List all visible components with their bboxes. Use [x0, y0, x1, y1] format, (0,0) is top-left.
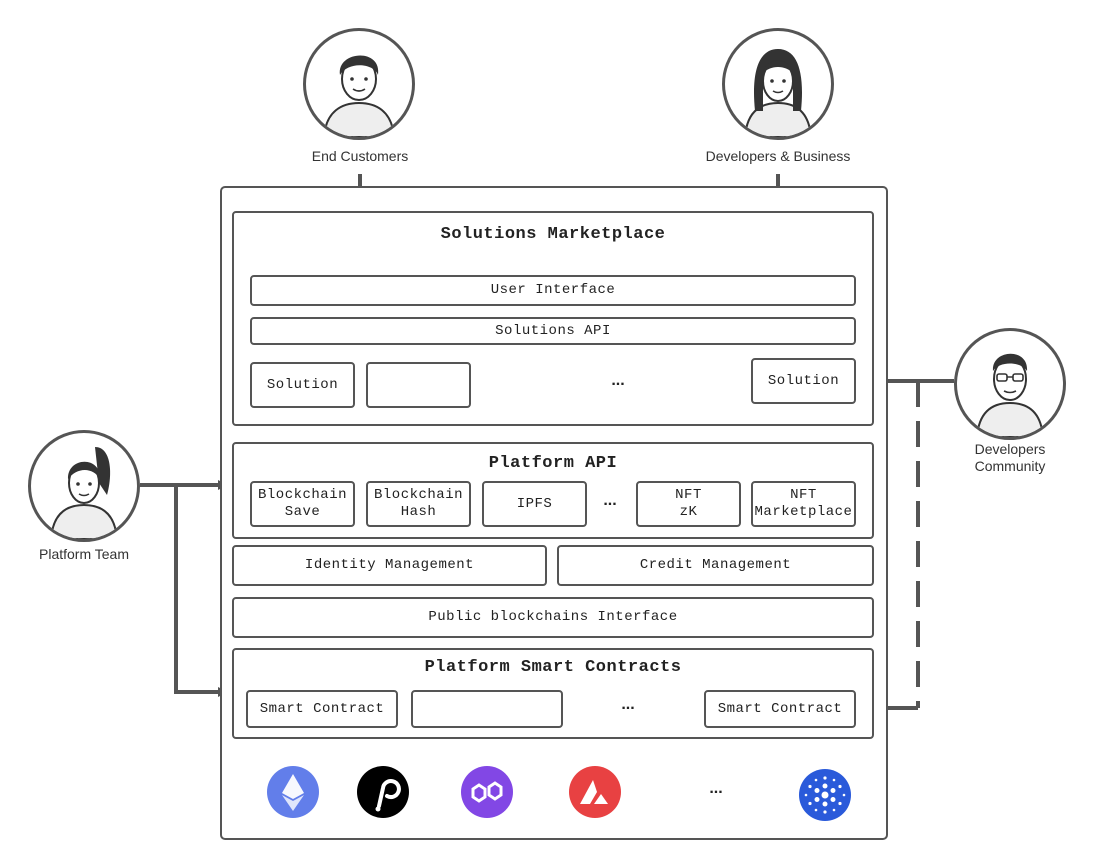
user-interface-box: User Interface	[250, 275, 856, 306]
blockchain-hash-box: Blockchain Hash	[366, 481, 471, 527]
avalanche-icon	[569, 766, 621, 818]
smart-contract-placeholder-box	[411, 690, 563, 728]
cardano-icon	[799, 769, 851, 821]
end-customers-label: End Customers	[311, 148, 409, 164]
solution-placeholder-box	[366, 362, 471, 408]
identity-management-box: Identity Management	[232, 545, 547, 586]
smart-contract-box-last: Smart Contract	[704, 690, 856, 728]
solution-box: Solution	[250, 362, 355, 408]
ethereum-icon	[267, 766, 319, 818]
platform-team-contract-arrow	[174, 485, 228, 697]
solutions-api-box: Solutions API	[250, 317, 856, 345]
developers-community-avatar	[954, 328, 1066, 440]
credit-management-box: Credit Management	[557, 545, 874, 586]
ipfs-box: IPFS	[482, 481, 587, 527]
platform-api-ellipsis: ...	[603, 492, 617, 509]
developers-business-label: Developers & Business	[705, 148, 851, 164]
solutions-marketplace-title: Solutions Marketplace	[440, 225, 666, 244]
platform-team-avatar	[28, 430, 140, 542]
polkadot-icon	[357, 766, 409, 818]
developers-business-avatar	[722, 28, 834, 140]
public-blockchains-interface-box: Public blockchains Interface	[232, 597, 874, 638]
developers-community-label: Developers Community	[974, 441, 1046, 474]
platform-team-label: Platform Team	[39, 546, 129, 562]
smart-contracts-ellipsis: ...	[621, 696, 635, 713]
blockchain-save-box: Blockchain Save	[250, 481, 355, 527]
platform-api-title: Platform API	[488, 454, 618, 473]
chains-ellipsis: ...	[709, 780, 723, 797]
solution-box-last: Solution	[751, 358, 856, 404]
smart-contract-box: Smart Contract	[246, 690, 398, 728]
nft-zk-box: NFT zK	[636, 481, 741, 527]
nft-marketplace-box: NFT Marketplace	[751, 481, 856, 527]
marketplace-ellipsis: ...	[611, 372, 625, 389]
smart-contracts-title: Platform Smart Contracts	[424, 658, 682, 677]
polygon-icon	[461, 766, 513, 818]
end-customers-avatar	[303, 28, 415, 140]
